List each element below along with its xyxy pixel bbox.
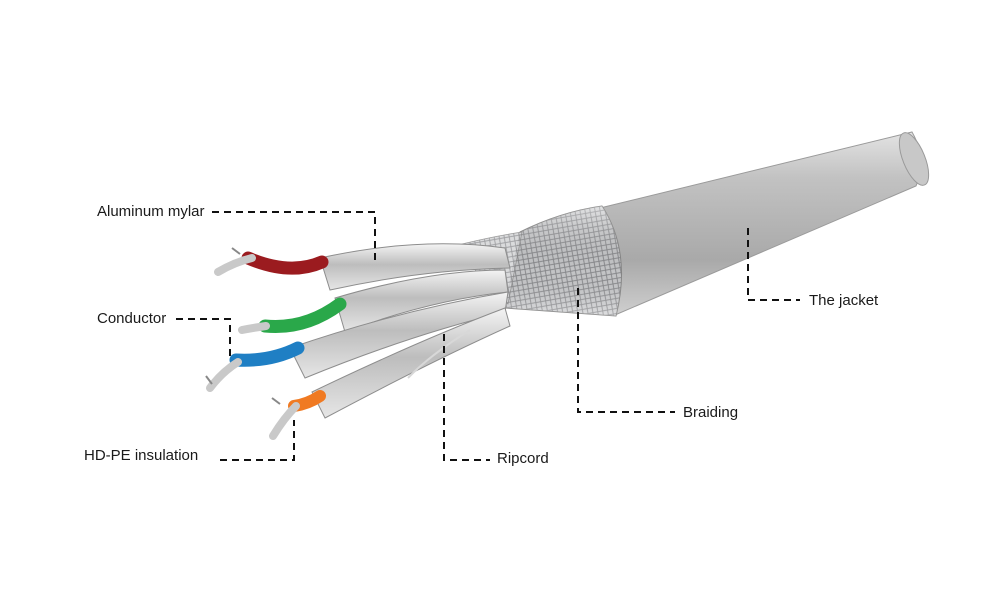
label-conductor: Conductor <box>97 310 167 327</box>
leader-braiding <box>577 288 675 413</box>
label-hdpe-insulation: HD-PE insulation <box>84 447 199 464</box>
label-jacket: The jacket <box>809 292 879 309</box>
insulated-conductors <box>205 247 347 440</box>
leader-lines <box>176 211 800 461</box>
ripcord-strand <box>407 329 471 379</box>
leader-hdpe-insulation <box>220 420 295 461</box>
jacket-body <box>599 131 930 316</box>
label-ripcord: Ripcord <box>497 450 549 467</box>
leader-aluminum-mylar <box>212 211 376 262</box>
leader-jacket <box>747 228 800 301</box>
label-braiding: Braiding <box>683 404 739 421</box>
label-aluminum-mylar: Aluminum mylar <box>97 203 205 220</box>
leader-ripcord <box>443 334 490 461</box>
leader-conductor <box>176 318 231 356</box>
